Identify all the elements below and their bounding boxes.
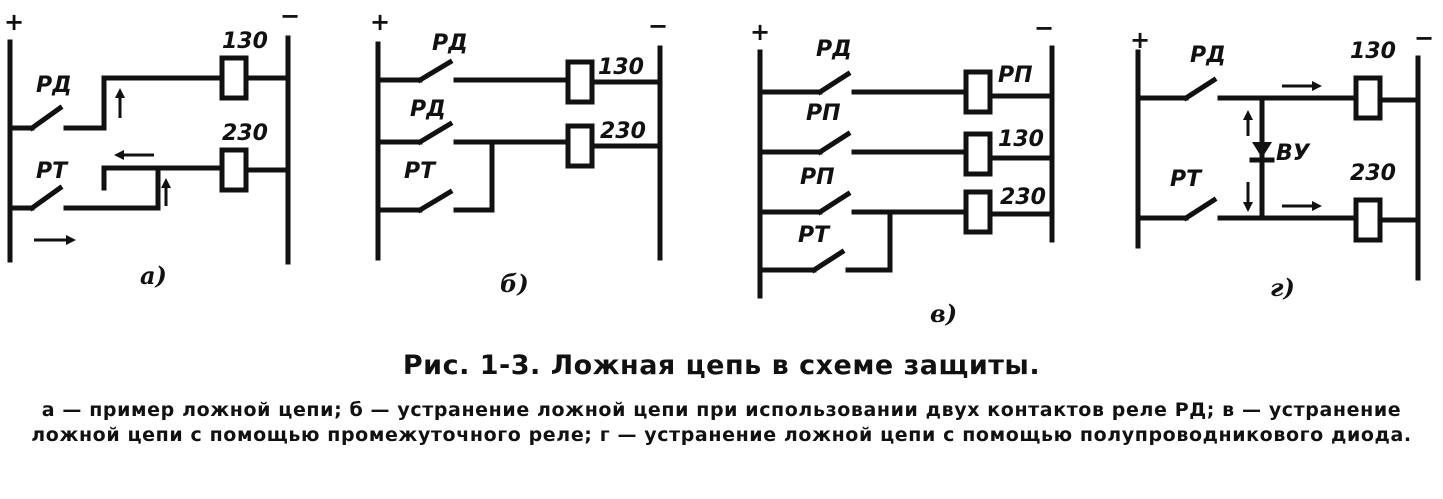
- sublabel-d: г): [1270, 273, 1295, 302]
- contact-rd-d: РД: [1135, 43, 1359, 102]
- panel-b: + − РД РД РТ 130 230: [370, 8, 668, 298]
- circuit-figure: + − РД РТ 130 230: [4, 2, 1434, 328]
- sublabel-c: в): [930, 299, 957, 328]
- label-vu-d: ВУ: [1276, 141, 1311, 166]
- figure-caption-title: Рис. 1-3. Ложная цепь в схеме защиты.: [402, 350, 1041, 381]
- panel-c: + − РД РП РП РТ: [750, 14, 1055, 328]
- relay-coil-230-d: [1353, 197, 1383, 243]
- contact-rd-a: РД: [7, 73, 107, 132]
- label-rd-2-b: РД: [410, 97, 446, 122]
- relay-coil-130-b: [565, 59, 595, 105]
- contact-rt-c: РТ: [757, 209, 893, 274]
- minus-sign-c: −: [1034, 14, 1054, 42]
- current-arrows-a: [34, 88, 171, 245]
- label-rt-a: РТ: [36, 159, 69, 184]
- relay-coil-130-a: [219, 55, 249, 101]
- relay-label-230-b: 230: [600, 119, 646, 144]
- contact-rd-1-b: РД: [375, 31, 571, 84]
- plus-sign-a: +: [4, 8, 24, 36]
- relay-label-230-d: 230: [1350, 161, 1396, 186]
- minus-sign-a: −: [280, 2, 300, 30]
- label-rd-d: РД: [1190, 43, 1226, 68]
- relay-label-130-a: 130: [222, 29, 268, 54]
- minus-sign-b: −: [648, 12, 668, 40]
- relay-label-230-c: 230: [1000, 185, 1046, 210]
- diode-vu-d: ВУ: [1249, 95, 1311, 221]
- relay-coil-230-b: [565, 123, 595, 169]
- label-rd-1-b: РД: [432, 31, 468, 56]
- plus-sign-b: +: [370, 8, 390, 36]
- sublabel-b: б): [500, 269, 529, 298]
- panel-d: + − РД РТ ВУ 130 230: [1130, 24, 1434, 302]
- contact-rt-a: РТ: [7, 159, 161, 212]
- circuit-diagram: + − РД РТ 130 230: [4, 2, 1434, 328]
- contact-rt-b: РТ: [375, 139, 495, 214]
- relay-label-130-b: 130: [598, 55, 644, 80]
- contact-rp-2-c: РП: [757, 165, 969, 216]
- relay-coil-130-c: [963, 131, 993, 177]
- contact-rp-1-c: РП: [757, 101, 969, 156]
- contact-rd-c: РД: [757, 37, 969, 96]
- label-rd-a: РД: [36, 73, 72, 98]
- contact-rd-2-b: РД: [375, 97, 571, 146]
- current-arrows-d: [1243, 81, 1322, 212]
- relay-coil-rp-c: [963, 69, 993, 115]
- relay-label-rp-c: РП: [998, 63, 1033, 88]
- label-rt-b: РТ: [404, 159, 437, 184]
- panel-a: + − РД РТ 130 230: [4, 2, 300, 290]
- label-rp-2-c: РП: [800, 165, 835, 190]
- sublabel-a: а): [140, 261, 167, 290]
- figure-caption-text: а — пример ложной цепи; б — устранение л…: [31, 399, 1412, 446]
- label-rd-c: РД: [816, 37, 852, 62]
- plus-sign-d: +: [1130, 26, 1150, 54]
- label-rp-1-c: РП: [806, 101, 841, 126]
- diode-symbol: [1252, 142, 1272, 158]
- relay-label-130-d: 130: [1350, 39, 1396, 64]
- contact-rt-d: РТ: [1135, 167, 1359, 222]
- label-rt-c: РТ: [798, 223, 831, 248]
- plus-sign-c: +: [750, 18, 770, 46]
- relay-coil-130-d: [1353, 75, 1383, 121]
- relay-coil-230-a: [219, 147, 249, 193]
- relay-coil-230-c: [963, 189, 993, 235]
- relay-label-230-a: 230: [222, 121, 268, 146]
- minus-sign-d: −: [1414, 24, 1434, 52]
- relay-label-130-c: 130: [998, 127, 1044, 152]
- label-rt-d: РТ: [1170, 167, 1203, 192]
